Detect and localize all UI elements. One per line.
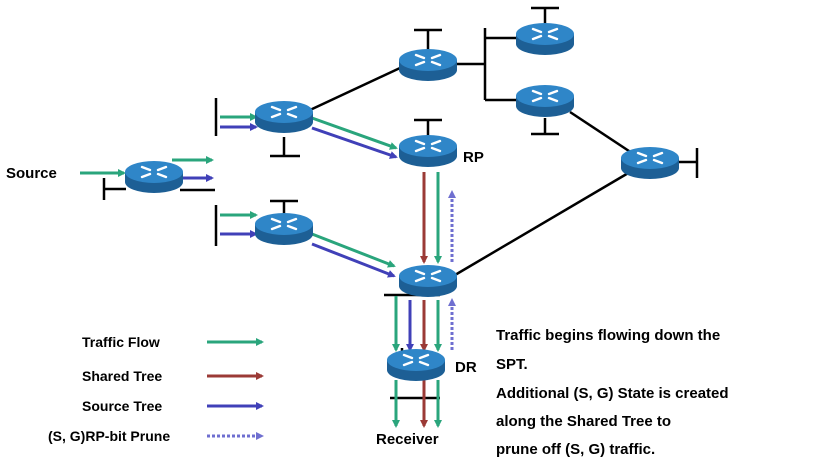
legend-label-source: Source Tree xyxy=(82,398,162,414)
description-text: Traffic begins flowing down the SPT. Add… xyxy=(496,327,729,458)
description-line: prune off (S, G) traffic. xyxy=(496,441,655,458)
legend-label-prune: (S, G)RP-bit Prune xyxy=(48,428,170,444)
flow-arrows xyxy=(80,113,456,428)
legend: Traffic Flow Shared Tree Source Tree (S,… xyxy=(48,334,264,444)
legend-label-shared: Shared Tree xyxy=(82,368,162,384)
description-line: Additional (S, G) State is created xyxy=(496,385,729,402)
rp-label: RP xyxy=(463,149,484,166)
router-icon-source xyxy=(123,159,185,195)
link-rbot-rright xyxy=(569,110,636,157)
arrow-source-r2-center xyxy=(311,242,396,278)
description-line: Traffic begins flowing down the xyxy=(496,327,720,344)
dr-label: DR xyxy=(455,359,477,376)
router-icon-top xyxy=(397,47,459,83)
router-icon-right xyxy=(619,145,681,181)
legend-label-traffic: Traffic Flow xyxy=(82,334,160,350)
router-icon-center xyxy=(397,263,459,299)
link-rright-center xyxy=(454,170,631,277)
receiver-label: Receiver xyxy=(376,431,439,448)
network-links xyxy=(102,6,699,400)
arrow-traffic-r2-center xyxy=(311,232,396,268)
description-line: SPT. xyxy=(496,356,528,373)
router-icon-cluster-top xyxy=(514,21,576,57)
link-r1-top xyxy=(309,66,401,112)
arrow-traffic-r1-rp xyxy=(311,116,398,150)
source-label: Source xyxy=(6,165,57,182)
router-icon-dr xyxy=(385,347,447,383)
router-icon-lower xyxy=(253,211,315,247)
arrow-source-r1-rp xyxy=(311,126,398,159)
router-icon-upper xyxy=(253,99,315,135)
description-line: along the Shared Tree to xyxy=(496,413,671,430)
router-icon-cluster-bottom xyxy=(514,83,576,119)
router-icon-rp xyxy=(397,133,459,169)
